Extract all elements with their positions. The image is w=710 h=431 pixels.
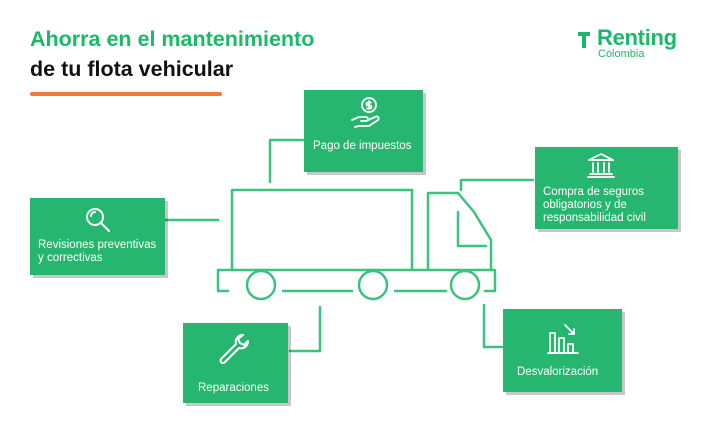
card-label: Pago de impuestos (313, 140, 412, 152)
card-pago-impuestos: Pago de impuestos (304, 90, 423, 172)
wrench-icon (219, 334, 249, 364)
logo-mark-icon (578, 32, 590, 48)
magnifier-icon (86, 208, 110, 232)
card-label: Reparaciones (198, 382, 269, 394)
title-underline (30, 92, 222, 96)
declining-chart-icon (547, 324, 579, 354)
card-label: Desvalorización (517, 366, 599, 378)
card-revisiones: Revisiones preventivas y correctivas (30, 198, 165, 275)
brand-logo: Renting Colombia (577, 25, 689, 61)
logo-brand-text: Renting (597, 25, 677, 50)
card-desvalorizacion: Desvalorización (503, 309, 622, 392)
card-compra-seguros: Compra de seguros obligatorios y de resp… (535, 147, 678, 229)
card-label: Revisiones preventivas y correctivas (38, 239, 157, 264)
title-line-2: de tu flota vehicular (30, 57, 234, 81)
card-reparaciones: Reparaciones (183, 323, 288, 403)
hand-coin-icon (351, 97, 380, 128)
card-label: Compra de seguros obligatorios y de resp… (543, 186, 646, 224)
building-icon (587, 153, 615, 178)
title-line-1: Ahorra en el mantenimiento (30, 27, 315, 51)
page-title: Ahorra en el mantenimiento de tu flota v… (30, 24, 314, 84)
logo-sub-text: Colombia (598, 48, 645, 60)
